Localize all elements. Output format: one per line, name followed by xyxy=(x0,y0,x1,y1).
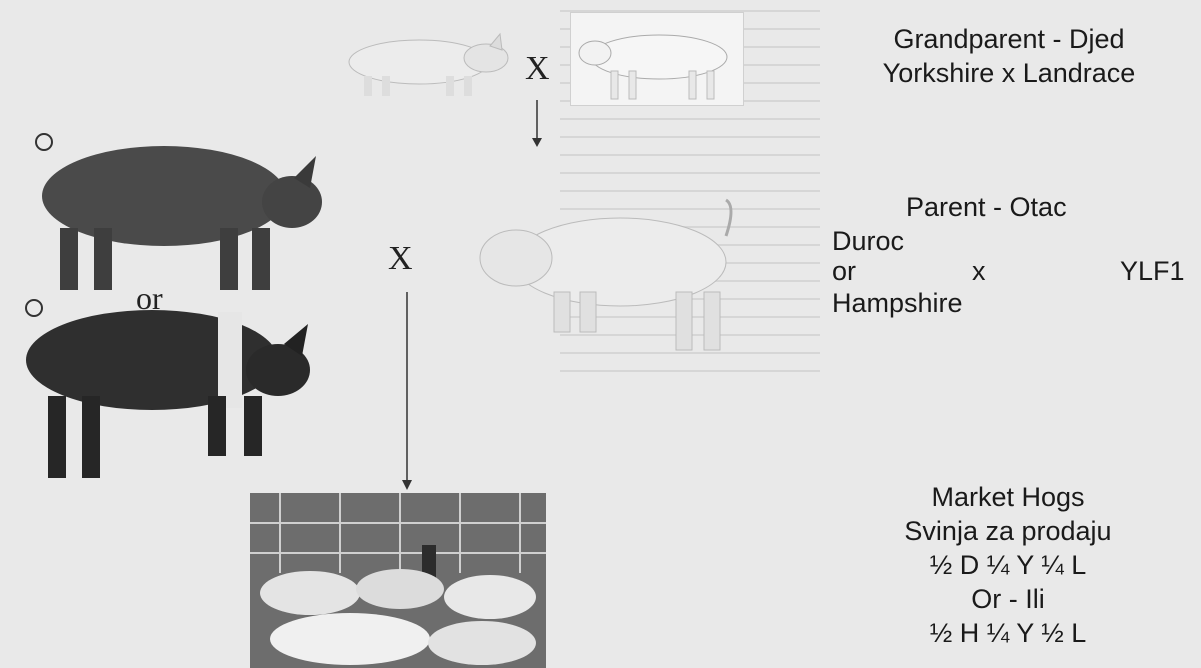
market-formula-1: ½ D ¼ Y ¼ L xyxy=(858,548,1158,582)
grandparent-title: Grandparent - Djed xyxy=(836,22,1182,56)
parent-duroc: Duroc xyxy=(832,224,904,258)
grandparent-breeds: Yorkshire x Landrace xyxy=(836,56,1182,90)
parent-ylf1: YLF1 xyxy=(1120,254,1185,288)
parent-hampshire: Hampshire xyxy=(832,286,963,320)
long-arrow-down-icon xyxy=(400,292,414,492)
arrow-down-icon xyxy=(530,100,544,148)
market-label: Market Hogs Svinja za prodaju ½ D ¼ Y ¼ … xyxy=(858,480,1158,650)
parent-x: x xyxy=(972,254,986,288)
duroc-pig-image xyxy=(24,128,324,298)
pig-pen-image xyxy=(250,493,546,668)
market-formula-2: ½ H ¼ Y ½ L xyxy=(858,616,1158,650)
market-title: Market Hogs xyxy=(858,480,1158,514)
market-subtitle: Svinja za prodaju xyxy=(858,514,1158,548)
market-hogs-photo xyxy=(250,493,546,668)
ylf1-pig-image xyxy=(470,196,750,356)
cross-symbol-middle: X xyxy=(388,240,413,278)
landrace-photo xyxy=(570,12,744,106)
hampshire-pig-image xyxy=(12,286,322,486)
landrace-pig-image xyxy=(571,13,743,105)
grandparent-label: Grandparent - Djed Yorkshire x Landrace xyxy=(836,22,1182,90)
market-or-ili: Or - Ili xyxy=(858,582,1158,616)
parent-title: Parent - Otac xyxy=(906,190,1067,224)
parent-or: or xyxy=(832,254,856,288)
cross-symbol-top: X xyxy=(525,50,550,88)
yorkshire-pig-image xyxy=(334,28,514,100)
